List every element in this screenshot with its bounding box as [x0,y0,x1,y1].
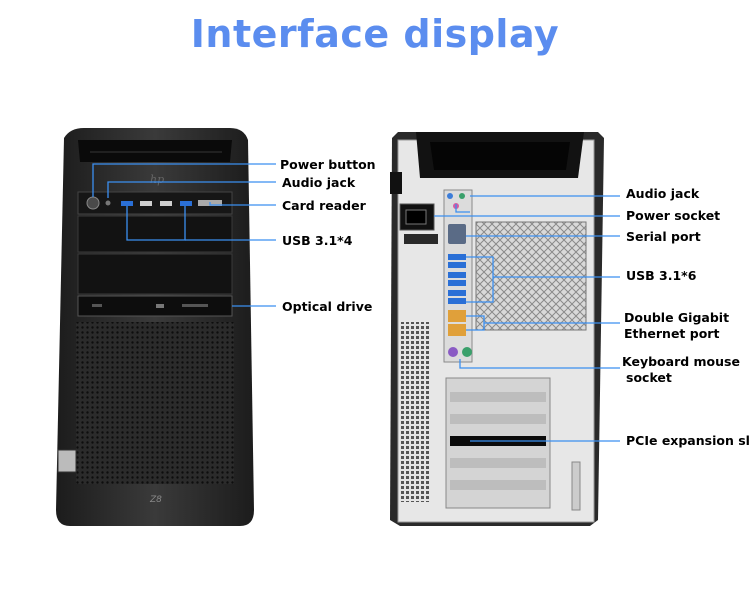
power-button[interactable] [86,196,100,210]
label-rear-audio-jack: Audio jack [626,186,700,201]
label-front-usb: USB 3.1*4 [282,233,353,248]
rear-audio-jack[interactable] [447,193,453,199]
label-pcie: PCIe expansion slot [626,433,750,448]
rear-usb-port[interactable] [448,298,466,304]
keyboard-socket[interactable] [448,347,458,357]
mouse-socket[interactable] [462,347,472,357]
rear-usb-port[interactable] [448,272,466,278]
label-serial-port: Serial port [626,229,701,244]
rear-usb-port[interactable] [448,262,466,268]
label-front-audio-jack: Audio jack [282,175,356,190]
page-title: Interface display [190,12,560,56]
label-keyboard-line1: Keyboard mouse [622,354,740,369]
label-ethernet-line1: Double Gigabit [624,310,730,325]
ethernet-port[interactable] [448,324,466,336]
label-rear-usb: USB 3.1*6 [626,268,697,283]
model-badge: Z8 [149,495,162,505]
rear-usb-port[interactable] [448,290,466,296]
rear-fan-grill [475,221,587,331]
usb-port[interactable] [160,201,172,206]
rear-usb-port[interactable] [448,280,466,286]
rear-tower [390,132,604,526]
usb-port[interactable] [121,201,133,206]
label-ethernet-line2: Ethernet port [624,326,720,341]
usb-port[interactable] [180,201,192,206]
front-audio-jack[interactable] [105,200,111,206]
rear-usb-port[interactable] [448,254,466,260]
rear-audio-jack[interactable] [459,193,465,199]
label-card-reader: Card reader [282,198,366,213]
rear-vent-mesh [400,322,430,502]
front-tower: hp Z8 [56,128,254,526]
callout-lines [92,163,620,442]
usb-port[interactable] [140,201,152,206]
label-power-socket: Power socket [626,208,721,223]
ethernet-port[interactable] [448,310,466,322]
label-power-button: Power button [280,157,376,172]
hp-logo: hp [150,173,164,186]
label-keyboard-line2: socket [626,370,672,385]
label-optical-drive: Optical drive [282,299,373,314]
serial-port[interactable] [448,224,466,244]
front-mesh [76,322,234,484]
